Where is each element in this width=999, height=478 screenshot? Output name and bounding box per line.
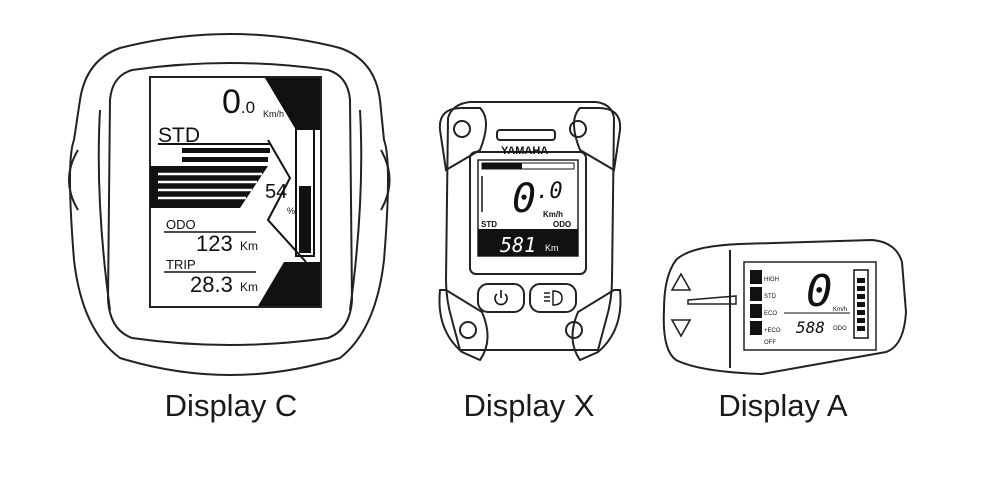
up-arrow-icon[interactable] xyxy=(670,272,692,291)
display-x-speed: 0.0 xyxy=(512,176,563,222)
display-a-screen-content xyxy=(750,269,869,339)
display-a-odo-value: 588 xyxy=(796,318,825,337)
display-c-caption: Display C xyxy=(164,388,298,423)
display-x-caption: Display X xyxy=(463,388,595,423)
headlight-icon xyxy=(544,290,563,306)
down-arrow-icon[interactable] xyxy=(670,319,692,338)
display-c-right-grip xyxy=(380,149,391,211)
display-c-odo-unit: Km xyxy=(240,239,258,253)
display-x-bezel xyxy=(469,151,587,275)
display-x-power-button[interactable] xyxy=(477,283,525,313)
display-c-speed-unit: Km/h xyxy=(263,109,284,119)
display-c-trip-label: TRIP xyxy=(166,257,196,272)
power-icon xyxy=(494,290,508,306)
display-a-odo-label: ODO xyxy=(833,326,847,332)
display-c-speed: 0.0 xyxy=(222,83,255,121)
display-c-mode: STD xyxy=(158,124,200,147)
display-c-trip-value: 28.3 xyxy=(190,272,233,297)
display-x-housing xyxy=(444,101,616,351)
display-a-mode-std: STD xyxy=(764,294,777,300)
display-x-odo-unit: Km xyxy=(545,243,559,253)
display-x-light-button[interactable] xyxy=(529,283,577,313)
display-a-battery xyxy=(853,269,869,339)
display-a-housing xyxy=(662,238,908,376)
display-a xyxy=(662,238,908,376)
display-c-battery-pct: 54 xyxy=(265,181,287,203)
display-a-mode-eco: ECO xyxy=(764,311,777,317)
display-x-odo-value: 581 xyxy=(500,233,536,257)
display-c-left-grip xyxy=(68,149,79,211)
display-x-odo-label: ODO xyxy=(553,220,571,229)
display-x-brand: YAMAHA xyxy=(501,145,548,157)
display-a-caption: Display A xyxy=(718,388,848,423)
display-x-speed-unit: Km/h xyxy=(543,210,563,219)
display-c-odo-label: ODO xyxy=(166,217,196,232)
display-c-odo-value: 123 xyxy=(196,231,233,256)
display-a-mode-plus-eco: +ECO xyxy=(764,328,781,334)
display-c-battery-pct-unit: % xyxy=(287,206,295,216)
display-a-mode-off: OFF xyxy=(764,340,776,346)
display-c-battery-fill xyxy=(299,186,311,253)
display-x-mode: STD xyxy=(481,220,497,229)
display-x-screen-content xyxy=(478,162,578,306)
display-a-speed-unit: Km/h xyxy=(833,307,847,313)
display-a-speed: 0 xyxy=(806,266,833,317)
display-c-screen-content xyxy=(150,78,320,306)
display-a-mode-high: HIGH xyxy=(764,277,779,283)
display-a-screen xyxy=(743,261,877,351)
display-c-trip-unit: Km xyxy=(240,280,258,294)
